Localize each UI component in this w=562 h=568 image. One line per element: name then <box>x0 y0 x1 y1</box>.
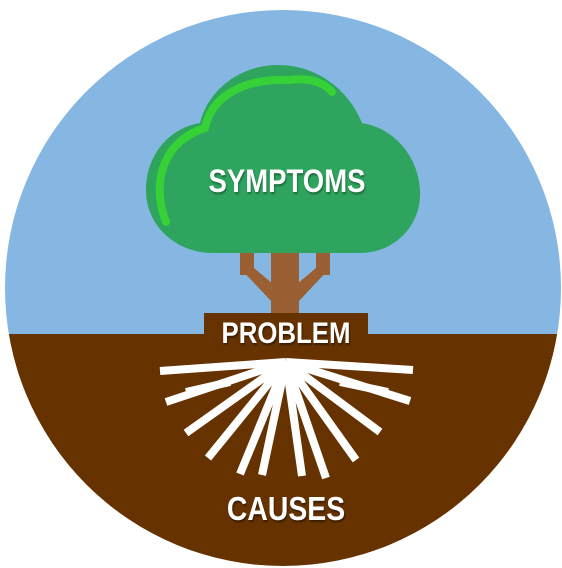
problem-label: PROBLEM <box>221 317 351 350</box>
symptoms-label: SYMPTOMS <box>208 163 366 199</box>
problem-box <box>204 313 368 355</box>
tree-roots <box>159 358 414 480</box>
canopy-highlight <box>155 75 336 226</box>
causes-label: CAUSES <box>226 490 346 527</box>
